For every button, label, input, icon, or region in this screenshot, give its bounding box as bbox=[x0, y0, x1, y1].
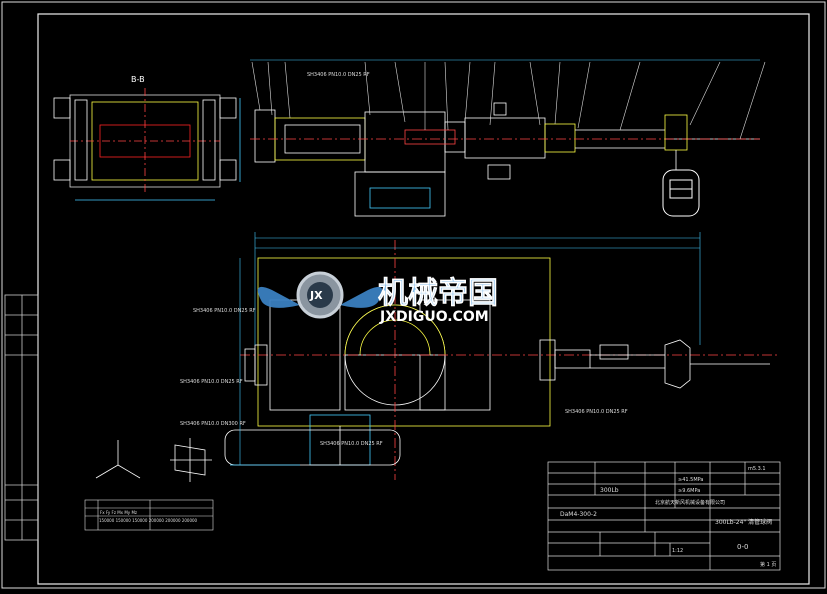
pipe-spec-6: SH3406 PN10.0 DN25 RF bbox=[307, 72, 370, 78]
title-test-pressure-2: ≥9.6MPa bbox=[678, 488, 700, 494]
view-label: B-B bbox=[131, 75, 145, 84]
force-table-headers: Fx Fy Fz Mx My Mz bbox=[100, 510, 137, 515]
controller-box bbox=[662, 169, 700, 217]
pipe-spec-5: SH3406 PN10.0 DN25 RF bbox=[565, 409, 628, 415]
pipe-spec-3: SH3406 PN10.0 DN300 RF bbox=[180, 421, 246, 427]
force-table-values: 150000 150000 150000 200000 200000 20000… bbox=[99, 518, 198, 523]
plan-dimensions bbox=[239, 232, 701, 465]
elevation-top bbox=[250, 102, 760, 217]
watermark-en: JXDIGUO.COM bbox=[379, 309, 489, 325]
watermark-logo: JX bbox=[257, 271, 383, 319]
title-rating: 300Lb bbox=[600, 487, 619, 494]
title-drawing-no: 0-0 bbox=[737, 543, 748, 551]
main-plan-view bbox=[224, 240, 780, 480]
watermark-logo-letters: JX bbox=[309, 289, 323, 302]
pipe-spec-4: SH3406 PN10.0 DN25 RF bbox=[320, 441, 383, 447]
pipe-spec-1: SH3406 PN10.0 DN25 RF bbox=[193, 308, 256, 314]
title-block bbox=[547, 461, 781, 571]
top-leaders bbox=[250, 59, 766, 140]
section-view-bb bbox=[53, 88, 241, 201]
axis-sketch bbox=[95, 438, 212, 482]
watermark-cn: 机械帝国 bbox=[378, 276, 498, 311]
title-company: 北京航天新风机械设备有限公司 bbox=[655, 499, 725, 506]
pipe-spec-2: SH3406 PN10.0 DN25 RF bbox=[180, 379, 243, 385]
title-revision: m5.3.1 bbox=[748, 466, 766, 472]
force-table bbox=[84, 499, 214, 531]
title-spec: 300Lb-24" 清管球阀 bbox=[715, 518, 772, 526]
page-label: 第 1 页 bbox=[760, 561, 776, 568]
binding-strip bbox=[4, 294, 39, 541]
title-scale: 1:12 bbox=[672, 548, 683, 554]
title-valve-model: DaM4-300-2 bbox=[560, 511, 597, 518]
title-test-pressure-1: ≥41.5MPa bbox=[678, 477, 704, 483]
